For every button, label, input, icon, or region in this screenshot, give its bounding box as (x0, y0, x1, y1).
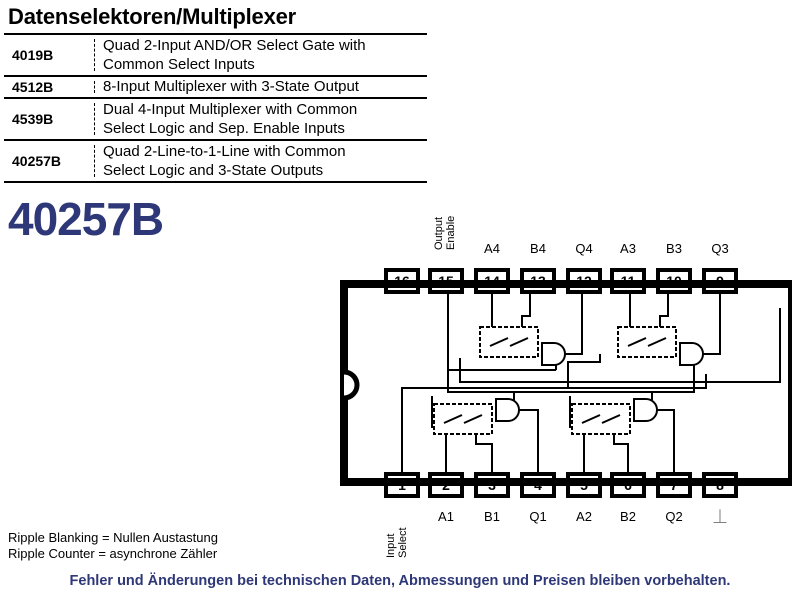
ic-code: 40257B (12, 153, 62, 169)
pin-label: Q4 (575, 241, 592, 256)
wire-enable-bus (447, 364, 695, 393)
description-line: Quad 2-Input AND/OR Select Gate with (103, 37, 366, 54)
pin-label: Q3 (711, 241, 728, 256)
wire-select-bus (401, 354, 707, 472)
mux-block-4 (479, 326, 539, 358)
pin-label-output-enable: Output (433, 217, 445, 250)
table-row: 40257B Quad 2-Line-to-1-Line with Common… (4, 139, 427, 183)
part-number-title: 40257B (8, 193, 164, 245)
column-divider (94, 145, 95, 177)
column-divider (94, 103, 95, 135)
mux-block-1 (433, 403, 493, 435)
wire-lower-select (431, 396, 571, 428)
pin-label: Q1 (529, 509, 546, 524)
wire-output-enable (447, 294, 556, 371)
page-title: Datenselektoren/Multiplexer (8, 4, 297, 29)
wire-a1-b1 (445, 434, 493, 472)
ic-description: Quad 2-Line-to-1-Line with Common Select… (103, 142, 346, 180)
internal-wiring (401, 294, 781, 472)
disclaimer: Fehler und Änderungen bei technischen Da… (69, 573, 731, 589)
note-line: Ripple Blanking = Nullen Austastung (8, 530, 218, 545)
switch-symbol (581, 414, 621, 424)
description-line: Select Logic and Sep. Enable Inputs (103, 120, 345, 137)
note-line: Ripple Counter = asynchrone Zähler (8, 546, 218, 561)
pin-label: A3 (620, 241, 636, 256)
table-row: 4019B Quad 2-Input AND/OR Select Gate wi… (4, 33, 427, 75)
description-line: Dual 4-Input Multiplexer with Common (103, 101, 358, 118)
table-row: 4539B Dual 4-Input Multiplexer with Comm… (4, 97, 427, 139)
wire-a2-b2 (583, 434, 629, 472)
pin-label: B3 (666, 241, 682, 256)
description-line: Common Select Inputs (103, 56, 255, 73)
ic-list-table: 4019B Quad 2-Input AND/OR Select Gate wi… (4, 33, 427, 183)
switch-symbol (627, 337, 667, 347)
description-line: Quad 2-Line-to-1-Line with Common (103, 143, 346, 160)
pin-label: B2 (620, 509, 636, 524)
pin-label: A1 (438, 509, 454, 524)
description-line: 8-Input Multiplexer with 3-State Output (103, 78, 359, 95)
ic-description: Quad 2-Input AND/OR Select Gate with Com… (103, 36, 366, 74)
pin-label: ⏊ (713, 509, 726, 524)
gate-4 (541, 342, 566, 366)
wire-q4 (565, 294, 583, 355)
pin1-notch (343, 369, 360, 401)
mux-block-2 (571, 403, 631, 435)
switch-symbol (489, 337, 529, 347)
pin-label: Q2 (665, 509, 682, 524)
pin-label-output-enable: Enable (445, 216, 457, 250)
wire-a4-b4 (491, 294, 531, 327)
ic-code: 4539B (12, 111, 54, 127)
pin-label-input-select: Select (397, 527, 409, 558)
ic-description: 8-Input Multiplexer with 3-State Output (103, 77, 359, 96)
table-row: 4512B 8-Input Multiplexer with 3-State O… (4, 75, 427, 97)
wire-select-upper (459, 308, 781, 383)
ic-code: 4019B (12, 47, 54, 63)
wire-q3 (703, 294, 721, 355)
wire-q1 (519, 409, 539, 472)
ic-description: Dual 4-Input Multiplexer with Common Sel… (103, 100, 357, 138)
gate-3 (679, 342, 704, 366)
mux-block-3 (617, 326, 677, 358)
pin-label: A4 (484, 241, 500, 256)
pin-label: B4 (530, 241, 546, 256)
ic-code: 4512B (12, 79, 54, 95)
wire-lower-enable (513, 392, 653, 400)
description-line: Select Logic and 3-State Outputs (103, 162, 324, 179)
pin-label: B1 (484, 509, 500, 524)
switch-symbol (443, 414, 483, 424)
wire-q2 (657, 409, 675, 472)
wire-a3-b3 (629, 294, 669, 327)
pin-label-input-select: Input (385, 534, 397, 558)
gate-1 (495, 398, 520, 422)
glossary-notes: Ripple Blanking = Nullen Austastung Ripp… (8, 530, 218, 562)
pin-label: A2 (576, 509, 592, 524)
gate-2 (633, 398, 658, 422)
column-divider (94, 81, 95, 93)
column-divider (94, 39, 95, 71)
